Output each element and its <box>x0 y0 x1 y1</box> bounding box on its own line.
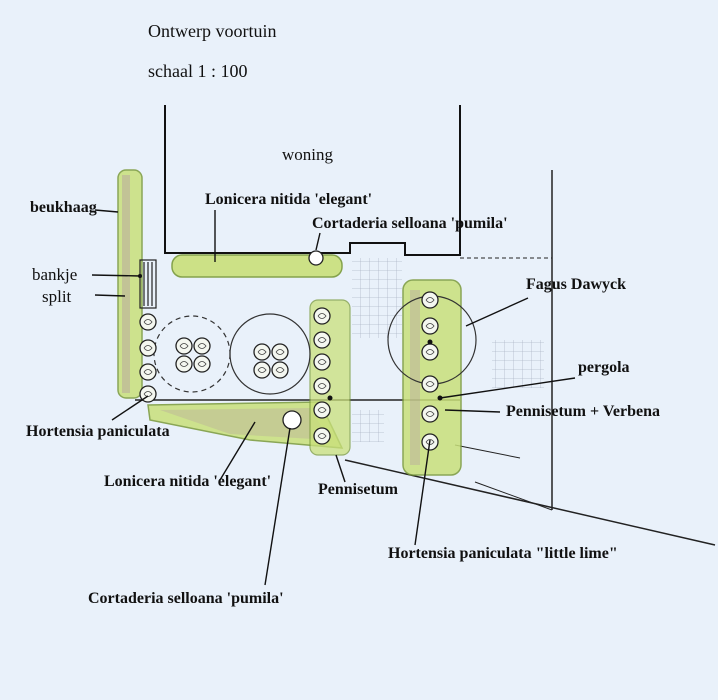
shrub-leaf-mark <box>197 343 207 349</box>
shrub-symbol <box>271 343 289 361</box>
shrub-symbol <box>271 361 289 379</box>
shrub-leaf-mark <box>257 349 267 355</box>
scale-label: schaal 1 : 100 <box>148 61 248 81</box>
shrub-symbol <box>421 405 439 423</box>
shrub-leaf-mark <box>143 345 153 351</box>
label-hortensia-little-lime: Hortensia paniculata "little lime" <box>388 545 618 562</box>
shrub-symbol <box>313 331 331 349</box>
shrub-leaf-mark <box>425 323 435 329</box>
shrub-leaf-mark <box>425 411 435 417</box>
label-split: split <box>42 287 72 306</box>
shrub-symbol <box>139 363 157 381</box>
beech-hedge <box>117 169 143 399</box>
shrub-symbol <box>253 343 271 361</box>
shrub-leaf-mark <box>425 381 435 387</box>
shrub-leaf-mark <box>197 361 207 367</box>
label-lonicera-bottom: Lonicera nitida 'elegant' <box>104 473 272 490</box>
shrub-symbol <box>421 317 439 335</box>
label-beukhaag: beukhaag <box>30 199 97 216</box>
shrub-symbol <box>313 427 331 445</box>
shrub-leaf-mark <box>275 349 285 355</box>
shrub-leaf-mark <box>317 337 327 343</box>
shrub-symbol <box>313 307 331 325</box>
shrub-leaf-mark <box>317 433 327 439</box>
shrub-symbol <box>421 343 439 361</box>
label-woning: woning <box>282 145 333 164</box>
shrub-leaf-mark <box>143 369 153 375</box>
shrub-symbol <box>313 353 331 371</box>
shrub-symbol <box>139 313 157 331</box>
shrub-symbol <box>175 337 193 355</box>
shrub-symbol <box>313 377 331 395</box>
shrub-leaf-mark <box>257 367 267 373</box>
shrub-leaf-mark <box>317 359 327 365</box>
label-pennisetum-verbena: Pennisetum + Verbena <box>506 403 661 420</box>
shrub-leaf-mark <box>275 367 285 373</box>
house-outline <box>164 105 461 256</box>
shrub-leaf-mark <box>179 343 189 349</box>
shrub-leaf-mark <box>179 361 189 367</box>
label-cortaderia-bottom: Cortaderia selloana 'pumila' <box>88 590 284 607</box>
leader-dots <box>138 274 443 401</box>
property-boundary <box>135 170 716 546</box>
label-pergola: pergola <box>578 359 630 376</box>
label-lonicera-top: Lonicera nitida 'elegant' <box>205 191 373 208</box>
shrub-symbol <box>421 375 439 393</box>
label-pennisetum: Pennisetum <box>318 481 398 498</box>
shrub-symbols <box>139 291 439 451</box>
label-cortaderia-top: Cortaderia selloana 'pumila' <box>312 215 508 232</box>
shrub-symbol <box>313 401 331 419</box>
shrub-symbol <box>139 339 157 357</box>
shrub-symbol <box>193 355 211 373</box>
shrub-symbol <box>253 361 271 379</box>
shrub-leaf-mark <box>143 391 153 397</box>
shrub-leaf-mark <box>317 313 327 319</box>
shrub-leaf-mark <box>425 349 435 355</box>
page-title: Ontwerp voortuin <box>148 21 277 41</box>
shrub-leaf-mark <box>425 439 435 445</box>
label-fagus: Fagus Dawyck <box>526 276 627 293</box>
label-hortensia-paniculata: Hortensia paniculata <box>26 423 170 440</box>
shrub-symbol <box>421 291 439 309</box>
shrub-leaf-mark <box>317 407 327 413</box>
paving-areas <box>352 258 544 442</box>
bench <box>139 259 157 309</box>
shrub-leaf-mark <box>317 383 327 389</box>
cortaderia-symbols <box>282 250 324 430</box>
leader-lines <box>91 209 576 586</box>
shrub-leaf-mark <box>143 319 153 325</box>
label-bankje: bankje <box>32 265 78 284</box>
shrub-leaf-mark <box>425 297 435 303</box>
shrub-symbol <box>193 337 211 355</box>
shrub-symbol <box>175 355 193 373</box>
